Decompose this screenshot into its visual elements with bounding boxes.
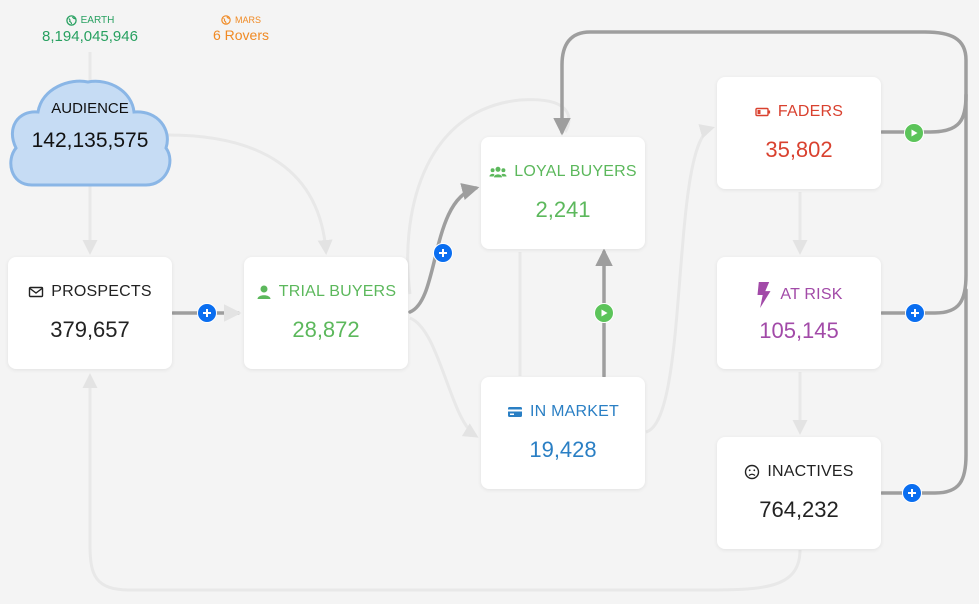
trial-buyers-label: TRIAL BUYERS [278,283,397,300]
in-market-value: 19,428 [529,437,597,462]
play-icon [911,129,918,137]
inactives-label: INACTIVES [767,463,854,480]
node-faders[interactable]: FADERS 35,802 [717,77,881,189]
mars-stat: MARS 6 Rovers [195,15,287,43]
faint-inmarket-to-faders [645,124,715,434]
prospects-value: 379,657 [50,317,130,342]
earth-label: EARTH [80,15,115,26]
globe-icon [221,15,231,25]
play-step-button-faders[interactable] [904,123,924,143]
inactives-value: 764,232 [759,497,839,522]
faint-audience-to-trial [167,133,333,255]
audience-value: 142,135,575 [31,129,149,152]
add-step-button-trial-loyal[interactable] [433,243,453,263]
faint-trial-to-inmarket [409,316,479,438]
faders-value: 35,802 [765,137,833,162]
plus-icon [439,249,447,257]
users-icon [489,166,507,178]
plus-icon [203,309,211,317]
audience-label: AUDIENCE [51,100,129,117]
audience-node[interactable]: AUDIENCE 142,135,575 [8,100,172,153]
mars-label: MARS [234,15,261,25]
add-step-button-prospects-trial[interactable] [197,303,217,323]
node-trial-buyers[interactable]: TRIAL BUYERS 28,872 [244,257,408,369]
add-step-button-at-risk[interactable] [905,303,925,323]
at-risk-label: AT RISK [780,286,843,303]
user-icon [257,285,271,299]
envelope-icon [29,286,44,298]
prospects-label: PROSPECTS [51,283,152,300]
node-at-risk[interactable]: AT RISK 105,145 [717,257,881,369]
faint-trial-loop [406,98,571,295]
play-step-button-inmarket-loyal[interactable] [594,303,614,323]
in-market-label: IN MARKET [530,403,619,420]
faint-inactives-to-prospects [82,373,802,592]
node-prospects[interactable]: PROSPECTS 379,657 [8,257,172,369]
earth-stat: EARTH 8,194,045,946 [30,15,150,45]
audience-cloud [9,79,172,187]
earth-value: 8,194,045,946 [42,28,138,45]
node-in-market[interactable]: IN MARKET 19,428 [481,377,645,489]
loyal-buyers-label: LOYAL BUYERS [514,163,637,180]
bolt-icon [757,282,771,308]
at-risk-value: 105,145 [759,318,839,343]
globe-icon [65,15,77,26]
arrow-atrisk-loop [880,93,968,315]
loyal-buyers-value: 2,241 [535,197,591,222]
credit-card-icon [508,407,523,417]
frown-icon [745,464,760,480]
battery-low-icon [755,107,770,117]
add-step-button-inactives[interactable] [902,483,922,503]
arrow-faders-loop [553,30,968,136]
play-icon [601,309,608,317]
mars-value: 6 Rovers [212,27,270,43]
arrow-inactives-loop [880,288,968,495]
trial-buyers-value: 28,872 [292,317,360,342]
plus-icon [908,489,916,497]
node-loyal-buyers[interactable]: LOYAL BUYERS 2,241 [481,137,645,249]
faders-label: FADERS [777,103,844,120]
node-inactives[interactable]: INACTIVES 764,232 [717,437,881,549]
plus-icon [911,309,919,317]
